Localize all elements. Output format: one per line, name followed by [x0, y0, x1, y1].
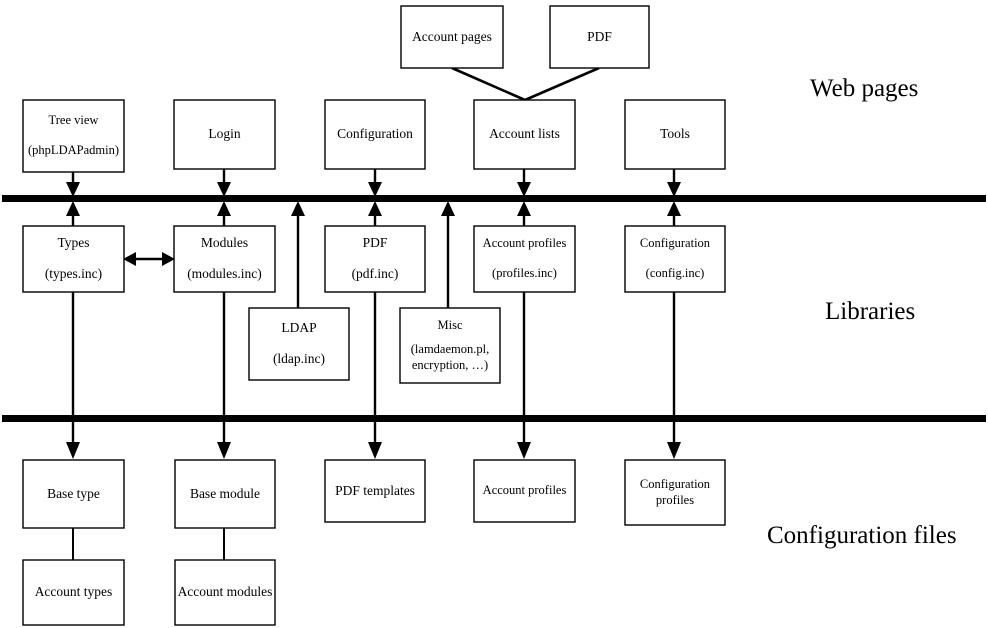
box-pdf-top	[549, 5, 650, 69]
box-base-module	[174, 459, 276, 529]
box-configuration-profiles-file	[624, 459, 726, 526]
box-account-profiles-lib	[473, 225, 576, 293]
section-label-web-pages: Web pages	[810, 75, 919, 102]
section-label-libraries: Libraries	[825, 298, 916, 325]
connector-ldap-to-bar	[291, 201, 305, 308]
box-tools	[624, 99, 726, 170]
connector-tools-to-bar	[667, 169, 681, 197]
connector-account-lists-to-bar	[517, 169, 531, 197]
connector-profiles-lib-to-account-profiles-file	[517, 292, 531, 459]
connector-modules-to-bar	[217, 201, 231, 226]
box-account-lists	[473, 99, 576, 170]
connector-misc-to-bar	[441, 201, 455, 308]
box-types-lib	[22, 225, 125, 293]
connector-login-to-bar	[217, 169, 231, 197]
box-account-modules	[174, 559, 276, 626]
box-account-profiles-file	[473, 459, 576, 523]
box-ldap-lib	[248, 307, 350, 381]
box-configuration-page	[324, 99, 426, 170]
connector-pdf-lib-to-bar	[368, 201, 382, 226]
box-pdf-templates	[324, 459, 426, 523]
box-configuration-lib	[624, 225, 726, 293]
libraries-configfiles-divider-bar	[2, 415, 986, 422]
connector-modules-to-base-module	[217, 292, 231, 459]
box-account-pages	[400, 5, 504, 69]
connector-types-to-base-type	[66, 292, 80, 459]
connector-types-to-bar	[66, 201, 80, 226]
section-label-configuration-files: Configuration files	[767, 522, 957, 549]
box-base-type	[22, 459, 125, 529]
connector-account-profiles-lib-to-bar	[517, 201, 531, 226]
connector-configuration-lib-to-bar	[667, 201, 681, 226]
connector-config-lib-to-configuration-profiles-file	[667, 292, 681, 459]
box-tree-view	[22, 99, 125, 173]
box-misc-lib	[399, 307, 501, 384]
box-modules-lib	[173, 225, 276, 293]
web-pages-libraries-divider-bar	[2, 195, 986, 202]
box-account-types	[22, 559, 125, 626]
connector-configuration-page-to-bar	[368, 169, 382, 197]
connector-types-modules-bidirectional	[123, 252, 175, 266]
box-pdf-lib	[324, 225, 426, 293]
vee-connector-account-pages-pdf	[451, 66, 600, 102]
box-login	[173, 99, 276, 170]
connector-pdf-lib-to-pdf-templates	[368, 292, 382, 459]
connector-tree-view-to-bar	[66, 172, 80, 197]
